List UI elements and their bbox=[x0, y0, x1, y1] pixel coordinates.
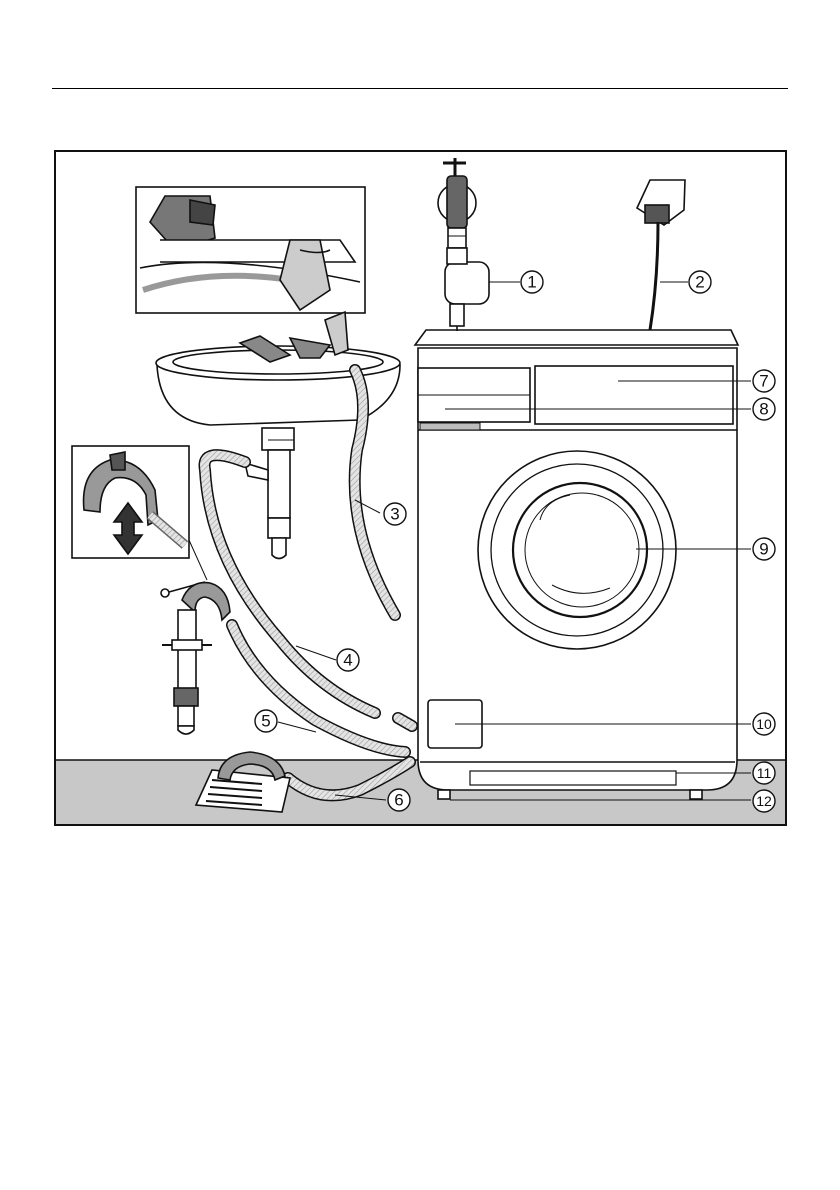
callout-7: 7 bbox=[753, 370, 775, 392]
callout-10: 10 bbox=[753, 713, 775, 735]
svg-text:9: 9 bbox=[759, 540, 768, 559]
callout-6: 6 bbox=[388, 789, 410, 811]
washing-machine bbox=[415, 330, 738, 799]
callout-2: 2 bbox=[689, 271, 711, 293]
svg-text:5: 5 bbox=[261, 712, 270, 731]
foot-left bbox=[438, 790, 450, 799]
sink-detail-inset bbox=[136, 187, 365, 313]
svg-text:11: 11 bbox=[757, 765, 772, 781]
sink-drain-pipe bbox=[262, 428, 294, 450]
inlet-hose-safety-valve bbox=[445, 262, 489, 304]
standpipe-detail-inset bbox=[72, 446, 207, 580]
plinth bbox=[470, 771, 676, 785]
svg-text:6: 6 bbox=[394, 791, 403, 810]
callout-4: 4 bbox=[337, 649, 359, 671]
callout-5: 5 bbox=[255, 710, 277, 732]
callout-9: 9 bbox=[753, 538, 775, 560]
callout-11: 11 bbox=[753, 762, 775, 784]
svg-text:8: 8 bbox=[759, 400, 768, 419]
svg-text:3: 3 bbox=[390, 505, 399, 524]
callout-8: 8 bbox=[753, 398, 775, 420]
callout-3: 3 bbox=[384, 503, 406, 525]
hoses bbox=[205, 370, 413, 795]
foot-right bbox=[690, 790, 702, 799]
svg-text:7: 7 bbox=[759, 372, 768, 391]
svg-text:1: 1 bbox=[527, 273, 536, 292]
svg-text:4: 4 bbox=[343, 651, 352, 670]
callout-12: 12 bbox=[753, 790, 775, 812]
callout-1: 1 bbox=[521, 271, 543, 293]
diagram-svg: 1 2 3 4 5 6 7 8 9 10 11 12 bbox=[54, 150, 787, 826]
drain-hose-standpipe bbox=[232, 625, 405, 752]
standpipe bbox=[161, 582, 230, 734]
header-rule bbox=[52, 88, 788, 89]
installation-diagram: 1 2 3 4 5 6 7 8 9 10 11 12 bbox=[54, 150, 787, 826]
svg-text:10: 10 bbox=[756, 716, 772, 732]
svg-text:12: 12 bbox=[756, 793, 772, 809]
power-cable bbox=[650, 222, 658, 330]
svg-text:2: 2 bbox=[695, 273, 704, 292]
control-panel bbox=[535, 366, 733, 424]
power-socket bbox=[637, 180, 685, 330]
water-tap bbox=[438, 158, 489, 331]
